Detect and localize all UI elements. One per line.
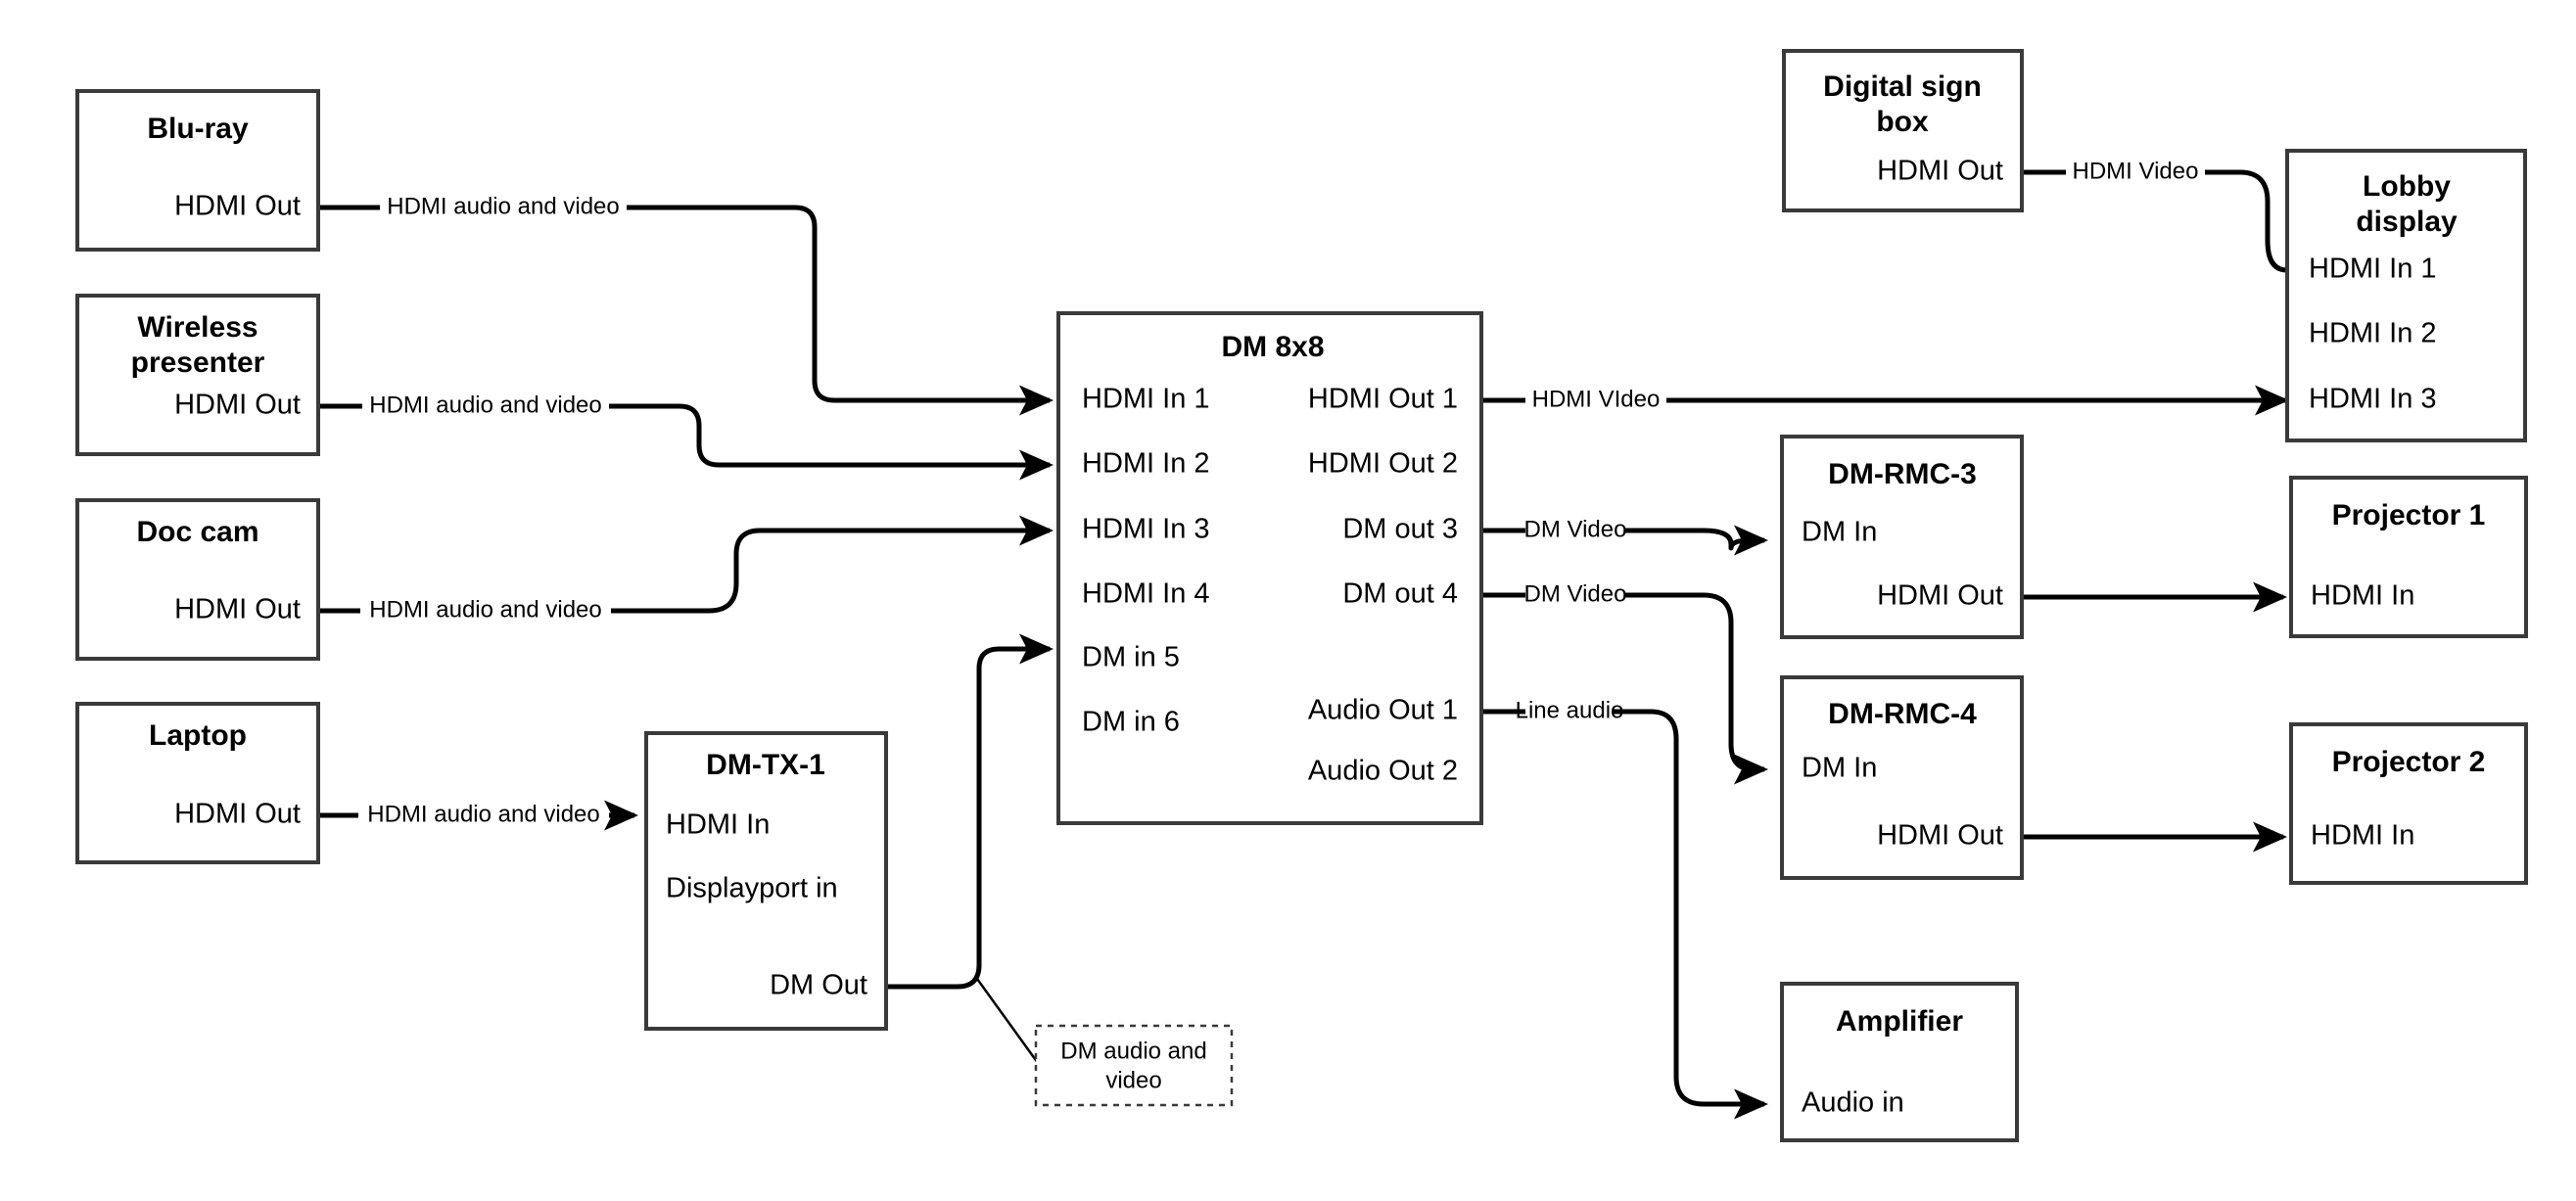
node-bluray-port-hdmi-out: HDMI Out bbox=[174, 191, 301, 222]
node-dm-rmc-3-rect bbox=[1780, 435, 2024, 639]
edge-label-hdmiout1-to-lobby-in3: HDMI VIdeo bbox=[1532, 386, 1661, 412]
node-projector-1-rect bbox=[2289, 476, 2528, 638]
node-dm-tx-1-port-dm-out: DM Out bbox=[770, 970, 867, 1001]
node-lobby-display-title-line1: Lobby bbox=[2363, 170, 2451, 203]
node-dm-rmc-3-port-hdmi-out: HDMI Out bbox=[1877, 580, 2003, 612]
node-wireless-presenter-title-line1: Wireless bbox=[137, 311, 258, 344]
node-bluray[interactable]: Blu-ray HDMI Out bbox=[75, 89, 320, 252]
node-amplifier[interactable]: Amplifier Audio in bbox=[1780, 982, 2019, 1142]
node-dm-8x8-input-5: DM in 5 bbox=[1082, 642, 1180, 673]
node-laptop-port-hdmi-out: HDMI Out bbox=[174, 799, 301, 830]
node-amplifier-title: Amplifier bbox=[1836, 1005, 1963, 1038]
node-lobby-display-rect bbox=[2285, 149, 2527, 442]
wire-dmtx1-to-dm8x8-in5 bbox=[886, 633, 1054, 990]
wire-dm8x8-dmout3-to-dmrmc3 bbox=[1481, 531, 1764, 548]
node-doc-cam-title: Doc cam bbox=[136, 516, 258, 548]
leader-dm-audio-video-note bbox=[975, 978, 1040, 1064]
edge-label-laptop-to-dmtx1: HDMI audio and video bbox=[367, 801, 599, 827]
node-dm-rmc-3-port-dm-in: DM In bbox=[1802, 517, 1877, 548]
node-dm-rmc-3-title: DM-RMC-3 bbox=[1828, 458, 1977, 490]
node-laptop-rect bbox=[75, 702, 320, 864]
edge-label-digitalsign-to-lobby: HDMI Video bbox=[2073, 158, 2199, 184]
node-digital-sign-box-rect bbox=[1782, 49, 2024, 212]
node-dm-tx-1-title: DM-TX-1 bbox=[706, 749, 825, 781]
node-amplifier-rect bbox=[1780, 982, 2019, 1142]
node-doc-cam-port-hdmi-out: HDMI Out bbox=[174, 594, 301, 625]
node-wireless-presenter-rect bbox=[75, 294, 320, 456]
node-projector-2-rect bbox=[2289, 722, 2528, 885]
node-dm-8x8-output-5: Audio Out 1 bbox=[1308, 695, 1458, 726]
node-dm-8x8-input-3: HDMI In 3 bbox=[1082, 514, 1210, 545]
node-dm-8x8[interactable]: DM 8x8 HDMI In 1 HDMI In 2 HDMI In 3 HDM… bbox=[1056, 311, 1483, 825]
node-dm-8x8-input-4: HDMI In 4 bbox=[1082, 578, 1210, 610]
node-dm-tx-1-rect bbox=[644, 731, 888, 1031]
node-wireless-presenter-title-line2: presenter bbox=[131, 346, 265, 379]
note-dm-audio-and-video-line1: DM audio and bbox=[1060, 1038, 1206, 1064]
node-digital-sign-box-title-line2: box bbox=[1876, 106, 1929, 138]
node-projector-1[interactable]: Projector 1 HDMI In bbox=[2289, 476, 2528, 638]
wire-dm8x8-audioout1-to-amplifier bbox=[1481, 709, 1764, 1104]
node-projector-1-title: Projector 1 bbox=[2332, 499, 2486, 531]
node-dm-8x8-output-4: DM out 4 bbox=[1342, 578, 1458, 610]
edge-label-dmout4-to-dmrmc4: DM Video bbox=[1524, 580, 1627, 607]
wire-wireless-to-dm8x8-in2 bbox=[318, 403, 1050, 465]
edge-label-bluray-to-dm8x8-in1: HDMI audio and video bbox=[387, 193, 619, 219]
node-laptop-title: Laptop bbox=[149, 719, 247, 752]
node-dm-8x8-input-1: HDMI In 1 bbox=[1082, 384, 1210, 415]
node-projector-2-title: Projector 2 bbox=[2332, 746, 2486, 778]
node-digital-sign-box-title-line1: Digital sign bbox=[1823, 70, 1982, 103]
node-dm-8x8-title: DM 8x8 bbox=[1221, 331, 1324, 363]
node-projector-2[interactable]: Projector 2 HDMI In bbox=[2289, 722, 2528, 885]
node-dm-8x8-output-1: HDMI Out 1 bbox=[1308, 384, 1458, 415]
node-dm-rmc-4-title: DM-RMC-4 bbox=[1828, 698, 1977, 730]
node-projector-1-port-hdmi-in: HDMI In bbox=[2311, 580, 2414, 612]
node-lobby-display-title-line2: display bbox=[2356, 206, 2458, 238]
wire-doccam-to-dm8x8-in3 bbox=[318, 531, 1050, 614]
node-dm-8x8-output-2: HDMI Out 2 bbox=[1308, 448, 1458, 480]
node-dm-rmc-4[interactable]: DM-RMC-4 DM In HDMI Out bbox=[1780, 675, 2024, 880]
node-dm-tx-1-port-displayport-in: Displayport in bbox=[666, 873, 838, 904]
note-dm-audio-and-video: DM audio and video bbox=[1034, 1024, 1234, 1107]
node-dm-tx-1-port-hdmi-in: HDMI In bbox=[666, 809, 770, 841]
node-dm-rmc-3[interactable]: DM-RMC-3 DM In HDMI Out bbox=[1780, 435, 2024, 639]
node-lobby-display[interactable]: Lobby display HDMI In 1 HDMI In 2 HDMI I… bbox=[2285, 149, 2527, 442]
node-dm-rmc-4-rect bbox=[1780, 675, 2024, 880]
node-dm-8x8-input-2: HDMI In 2 bbox=[1082, 448, 1210, 480]
edge-label-dmout3-to-dmrmc3: DM Video bbox=[1524, 516, 1627, 542]
node-doc-cam[interactable]: Doc cam HDMI Out bbox=[75, 498, 320, 661]
node-dm-8x8-input-6: DM in 6 bbox=[1082, 707, 1180, 738]
wire-bluray-to-dm8x8-in1 bbox=[318, 205, 1050, 400]
wire-dm8x8-dmout4-to-dmrmc4 bbox=[1481, 592, 1764, 769]
node-lobby-display-input-1: HDMI In 1 bbox=[2309, 254, 2437, 285]
node-projector-2-port-hdmi-in: HDMI In bbox=[2311, 820, 2414, 852]
node-wireless-presenter[interactable]: Wireless presenter HDMI Out bbox=[75, 294, 320, 456]
wire-digitalsign-to-lobby-in1 bbox=[2022, 169, 2287, 270]
node-digital-sign-box[interactable]: Digital sign box HDMI Out bbox=[1782, 49, 2024, 212]
edge-label-audioout1-to-amplifier: Line audio bbox=[1516, 697, 1624, 723]
node-bluray-rect bbox=[75, 89, 320, 252]
node-laptop[interactable]: Laptop HDMI Out bbox=[75, 702, 320, 864]
node-wireless-presenter-port-hdmi-out: HDMI Out bbox=[174, 390, 301, 421]
node-dm-tx-1[interactable]: DM-TX-1 HDMI In Displayport in DM Out bbox=[644, 731, 888, 1031]
node-dm-8x8-output-3: DM out 3 bbox=[1342, 514, 1458, 545]
node-amplifier-port-audio-in: Audio in bbox=[1802, 1087, 1904, 1119]
node-doc-cam-rect bbox=[75, 498, 320, 661]
node-dm-8x8-rect bbox=[1056, 311, 1483, 825]
node-bluray-title: Blu-ray bbox=[147, 113, 249, 145]
node-dm-rmc-4-port-dm-in: DM In bbox=[1802, 753, 1877, 784]
edge-label-wireless-to-dm8x8-in2: HDMI audio and video bbox=[369, 392, 601, 418]
node-lobby-display-input-3: HDMI In 3 bbox=[2309, 384, 2437, 415]
node-lobby-display-input-2: HDMI In 2 bbox=[2309, 318, 2437, 349]
node-digital-sign-box-port-hdmi-out: HDMI Out bbox=[1877, 156, 2003, 187]
node-dm-rmc-4-port-hdmi-out: HDMI Out bbox=[1877, 820, 2003, 852]
note-dm-audio-and-video-rect bbox=[1034, 1024, 1234, 1107]
note-dm-audio-and-video-line2: video bbox=[1105, 1067, 1161, 1093]
edge-label-doccam-to-dm8x8-in3: HDMI audio and video bbox=[369, 596, 601, 623]
node-dm-8x8-output-6: Audio Out 2 bbox=[1308, 756, 1458, 787]
